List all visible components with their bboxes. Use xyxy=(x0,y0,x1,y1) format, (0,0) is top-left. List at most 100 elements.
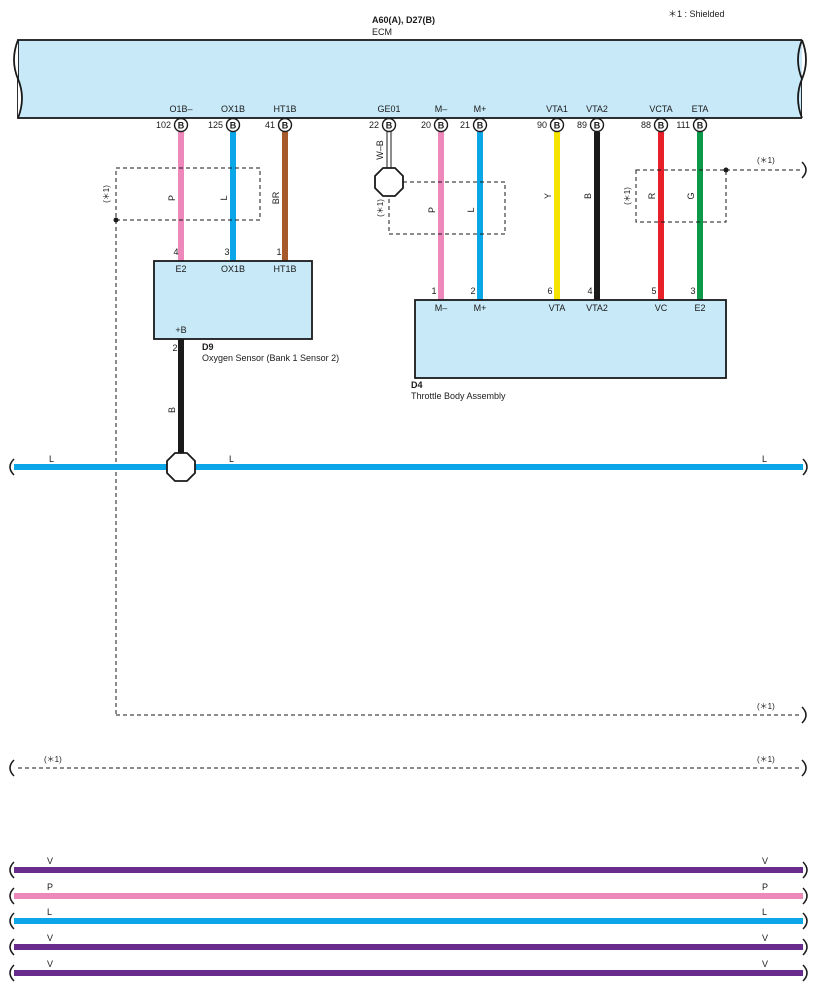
ecm-term-name: VCTA xyxy=(649,104,672,114)
ecm-term-name: OX1B xyxy=(221,104,245,114)
conn-b-label: B xyxy=(230,121,237,131)
shield-mark: (＊1) xyxy=(757,156,775,165)
d9-pin: 3 xyxy=(224,247,229,257)
bus-l-label: L xyxy=(49,454,54,464)
bottom-wire-label: L xyxy=(47,907,52,917)
bottom-wire-label: V xyxy=(762,933,768,943)
d4-pin-name: VTA2 xyxy=(586,303,608,313)
ecm-box xyxy=(17,39,803,119)
wire-label: P xyxy=(167,195,177,201)
ecm-term-name: VTA2 xyxy=(586,104,608,114)
ecm-term-name: M– xyxy=(435,104,448,114)
shield-legend: ＊1 : Shielded xyxy=(668,9,725,19)
bottom-wire-label: V xyxy=(47,933,53,943)
wire-label: B xyxy=(167,407,177,413)
wire-label: Y xyxy=(543,193,553,199)
d4-pin: 3 xyxy=(690,286,695,296)
ecm-pin: 88 xyxy=(641,120,651,130)
bottom-wire-label: P xyxy=(47,882,53,892)
wire-label: W–B xyxy=(375,140,385,160)
d4-pin: 6 xyxy=(547,286,552,296)
ground-splice-icon xyxy=(374,167,404,197)
wire-label: R xyxy=(647,192,657,199)
bus-l-label: L xyxy=(229,454,234,464)
ecm-terminal-names: O1B– OX1B HT1B GE01 M– M+ VTA1 VTA2 VCTA… xyxy=(169,104,708,114)
shield-mark: (＊1) xyxy=(623,187,632,205)
shield-mark: (＊1) xyxy=(757,702,775,711)
wire-label: P xyxy=(427,207,437,213)
d9-pin: 1 xyxy=(276,247,281,257)
shield-marks: (＊1) (＊1) (＊1) (＊1) (＊1) (＊1) (＊1) xyxy=(44,156,775,764)
d4-pin: 1 xyxy=(431,286,436,296)
ecm-pin: 89 xyxy=(577,120,587,130)
d9-pin-name: HT1B xyxy=(273,264,296,274)
bottom-harness: V V P P L L V V V V xyxy=(9,856,808,982)
ecm-break-left-icon xyxy=(13,39,23,119)
wire-label: G xyxy=(686,192,696,199)
ecm-pin: 125 xyxy=(208,120,223,130)
shield-mark: (＊1) xyxy=(44,755,62,764)
d4-pin: 4 xyxy=(587,286,592,296)
d9-code: D9 xyxy=(202,342,214,352)
bottom-wire-label: L xyxy=(762,907,767,917)
d4-pin: 2 xyxy=(470,286,475,296)
bus-splice-icon xyxy=(166,452,196,482)
conn-b-label: B xyxy=(554,121,561,131)
ecm-term-name: ETA xyxy=(692,104,709,114)
d4-pin-name: E2 xyxy=(694,303,705,313)
conn-b-label: B xyxy=(658,121,665,131)
ecm-pin: 41 xyxy=(265,120,275,130)
bus-l-label: L xyxy=(762,454,767,464)
ecm-term-name: GE01 xyxy=(377,104,400,114)
d4-throttle-body-box xyxy=(414,299,727,379)
ecm-term-name: VTA1 xyxy=(546,104,568,114)
shield-mark: (＊1) xyxy=(757,755,775,764)
d4-pin-name: VC xyxy=(655,303,668,313)
d4-pin-name: M– xyxy=(435,303,448,313)
conn-b-label: B xyxy=(178,121,185,131)
d9-pin-name: E2 xyxy=(175,264,186,274)
d9-pin-name: +B xyxy=(175,325,186,335)
ecm-term-name: O1B– xyxy=(169,104,192,114)
d4-code: D4 xyxy=(411,380,423,390)
ecm-pin: 21 xyxy=(460,120,470,130)
conn-b-label: B xyxy=(282,121,289,131)
wire-label: B xyxy=(583,193,593,199)
d4-pins: 1 M– 2 M+ 6 VTA 4 VTA2 5 VC 3 E2 xyxy=(431,286,705,313)
conn-b-label: B xyxy=(477,121,484,131)
shield-junction-dot xyxy=(723,167,729,173)
ecm-pin: 20 xyxy=(421,120,431,130)
wire-label: BR xyxy=(271,191,281,204)
d9-pins: 4 E2 3 OX1B 1 HT1B +B 2 xyxy=(172,247,296,353)
shield-mark: (＊1) xyxy=(376,199,385,217)
ecm-term-name: M+ xyxy=(474,104,487,114)
d4-pin-name: M+ xyxy=(474,303,487,313)
wire-label: L xyxy=(466,207,476,212)
bottom-wire-label: V xyxy=(47,959,53,969)
ecm-pin: 22 xyxy=(369,120,379,130)
shield-junction-dot xyxy=(113,217,119,223)
conn-b-label: B xyxy=(386,121,393,131)
ecm-connector-code: A60(A), D27(B) xyxy=(372,15,435,25)
d9-pin: 2 xyxy=(172,343,177,353)
bottom-wire-label: P xyxy=(762,882,768,892)
ecm-pin: 90 xyxy=(537,120,547,130)
d4-pin: 5 xyxy=(651,286,656,296)
ecm-label: ECM xyxy=(372,27,392,37)
d9-name: Oxygen Sensor (Bank 1 Sensor 2) xyxy=(202,353,339,363)
wire-label: L xyxy=(219,195,229,200)
bottom-wire-label: V xyxy=(762,959,768,969)
d9-pin-name: OX1B xyxy=(221,264,245,274)
ecm-pin: 102 xyxy=(156,120,171,130)
shield-mark: (＊1) xyxy=(102,185,111,203)
conn-b-label: B xyxy=(697,121,704,131)
d4-pin-name: VTA xyxy=(549,303,566,313)
conn-b-label: B xyxy=(594,121,601,131)
d9-pin: 4 xyxy=(173,247,178,257)
bottom-wire-label: V xyxy=(47,856,53,866)
d9-oxygen-sensor-box xyxy=(153,260,313,340)
conn-b-label: B xyxy=(438,121,445,131)
